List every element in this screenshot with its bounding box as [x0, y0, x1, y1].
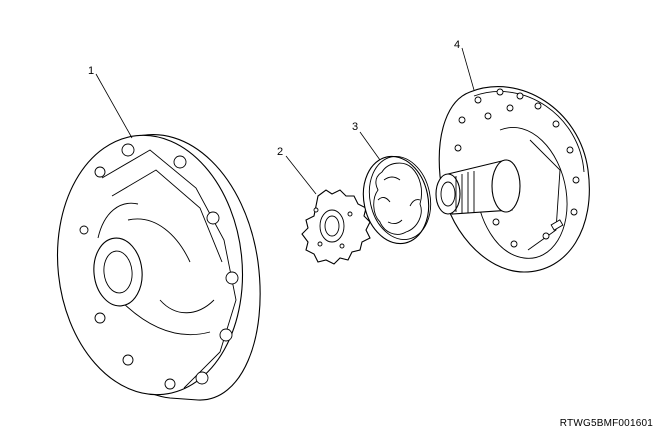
callout-2: 2: [277, 146, 317, 195]
callout-3: 3: [352, 121, 381, 161]
callout-label: 4: [454, 39, 460, 51]
drive-gear-icon: [301, 189, 371, 265]
callout-4: 4: [454, 39, 475, 91]
pump-body-icon: [56, 134, 261, 401]
callout-label: 1: [88, 65, 94, 77]
callout-label: 3: [352, 121, 358, 133]
callout-label: 2: [277, 146, 283, 158]
callout-1: 1: [88, 65, 133, 139]
figure-id: RTWG5BMF001601: [559, 418, 653, 429]
driven-gear-ring-icon: [362, 155, 432, 245]
pump-cover-with-stator-shaft-icon: [435, 86, 590, 273]
